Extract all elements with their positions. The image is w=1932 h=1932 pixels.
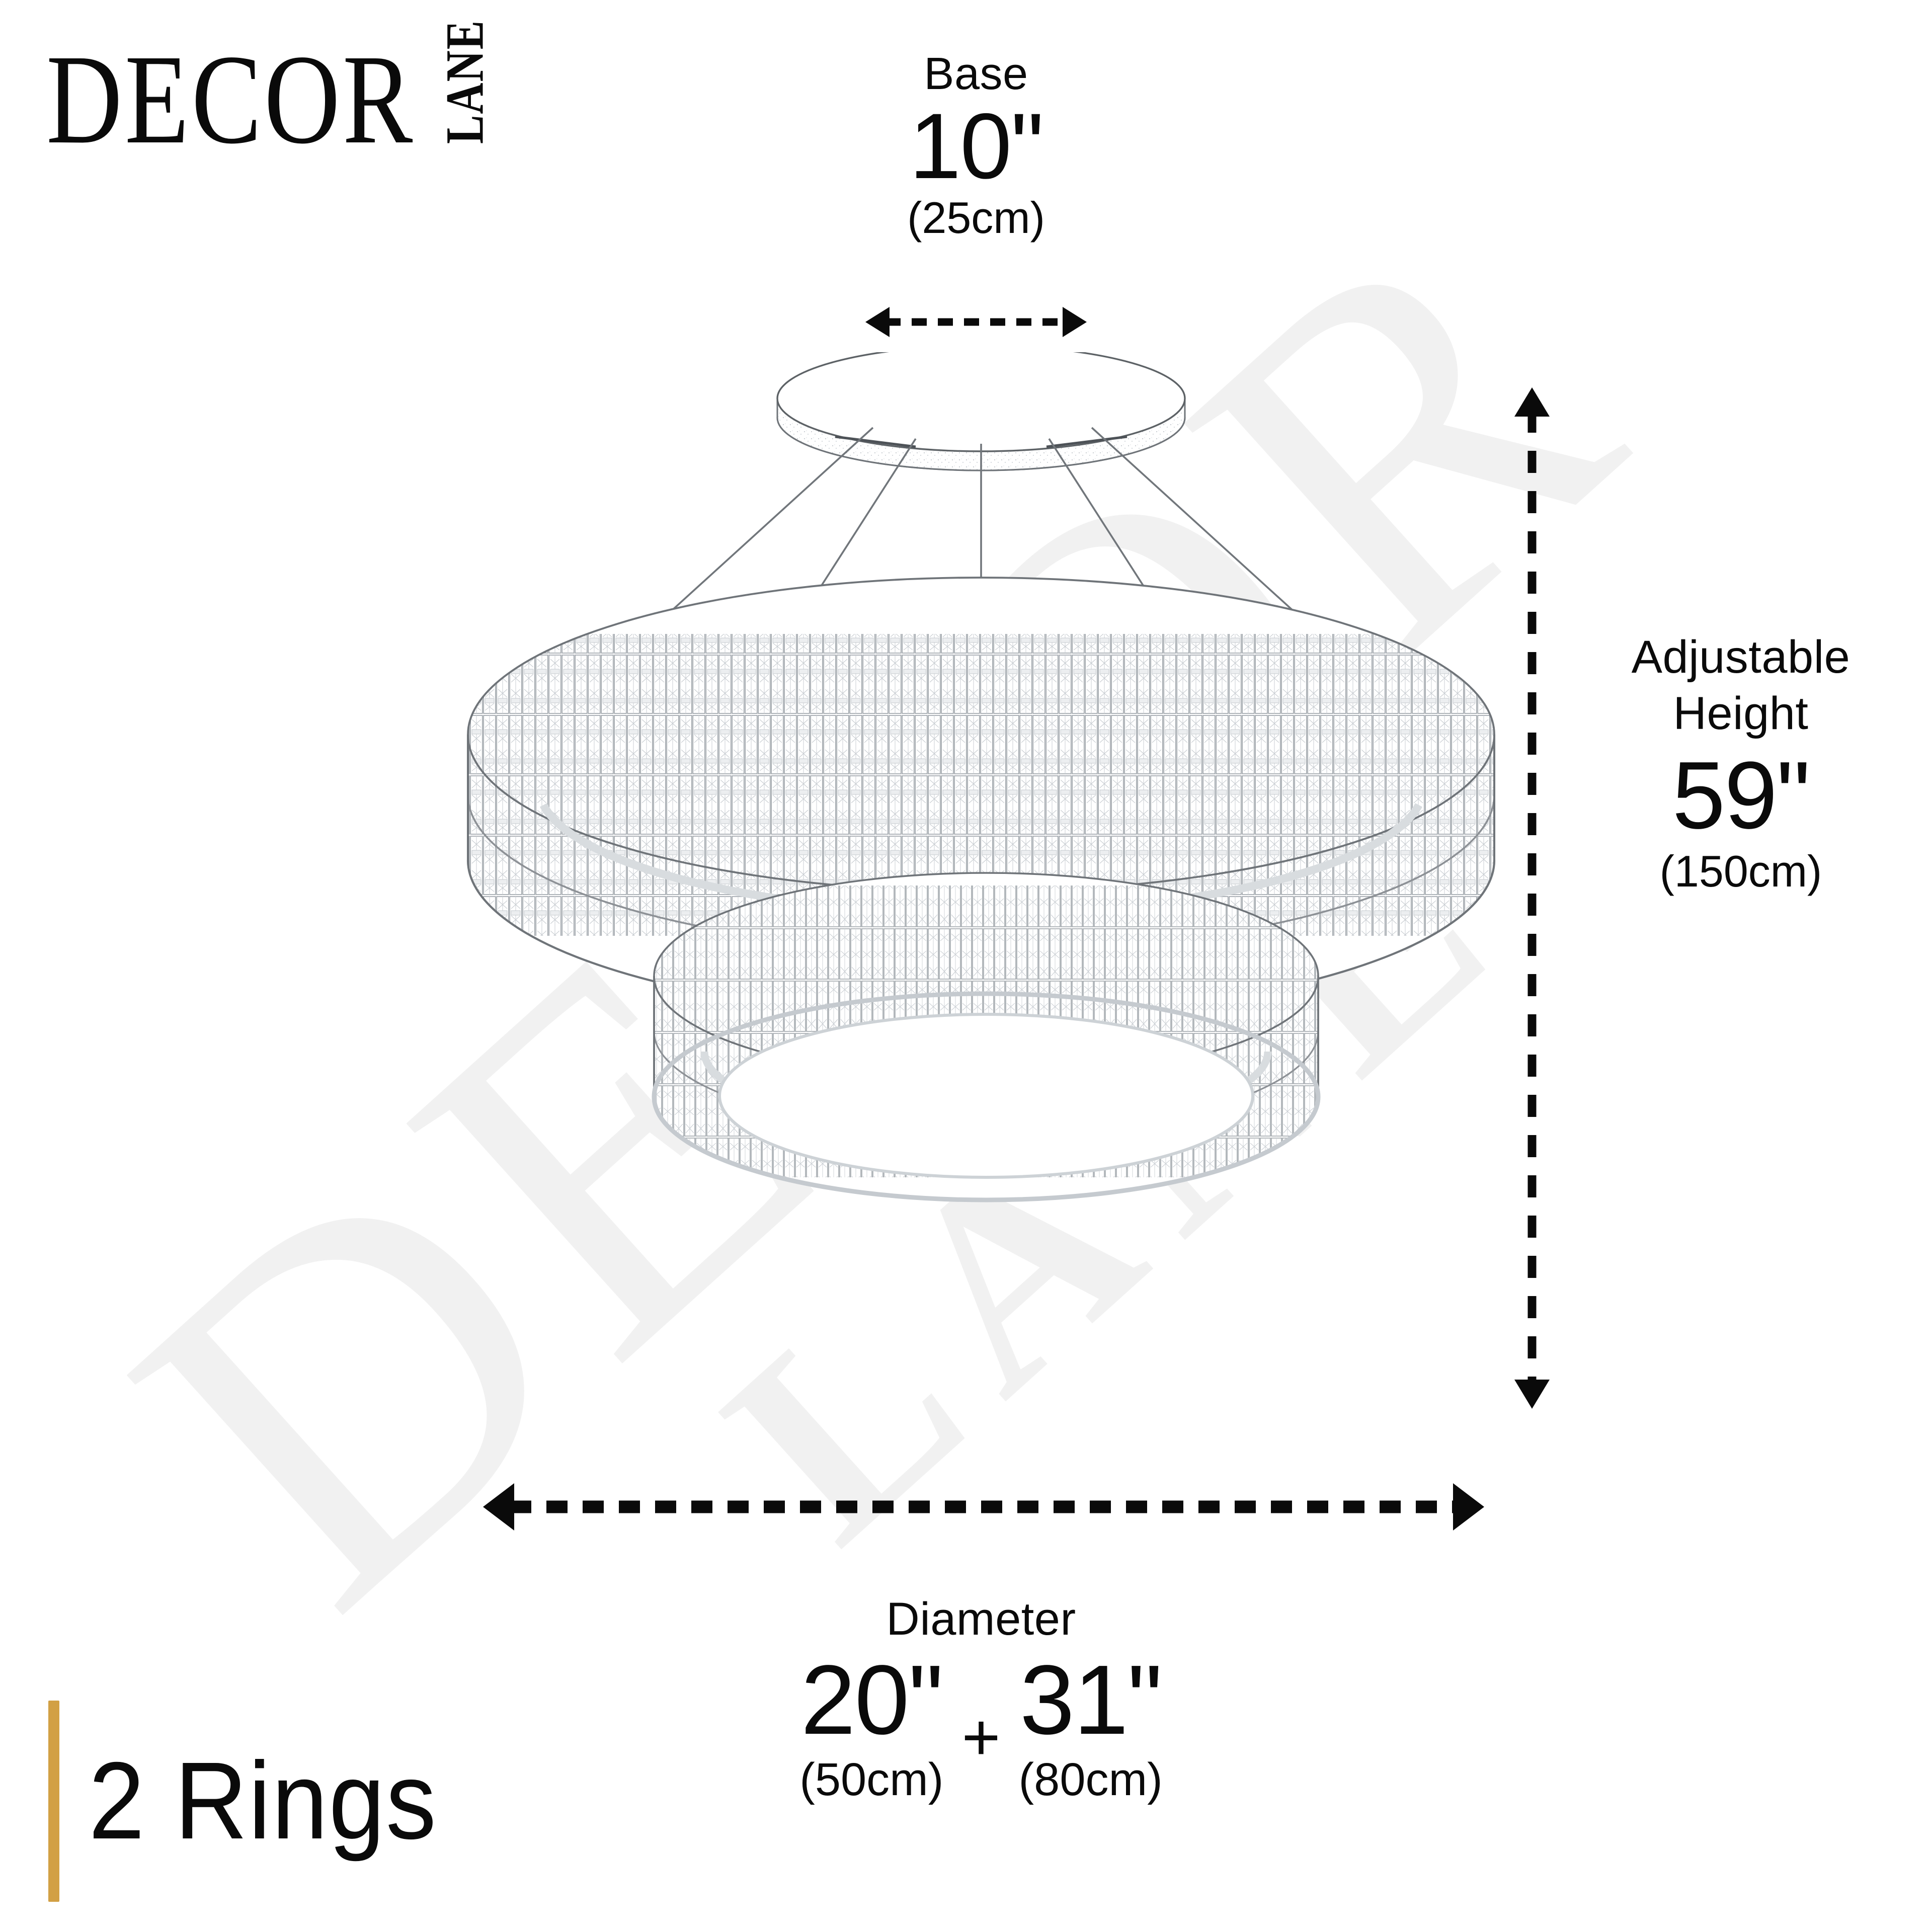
height-dimension-arrow bbox=[1514, 387, 1550, 1409]
base-caption: Base bbox=[924, 49, 1028, 99]
ceiling-canopy bbox=[776, 352, 1186, 471]
height-value-inches: 59" bbox=[1672, 742, 1811, 849]
brand-logo: DECOR LANE bbox=[46, 20, 620, 171]
diameter-separator: + bbox=[961, 1700, 1001, 1774]
diameter-large-metric: (80cm) bbox=[1018, 1753, 1163, 1805]
height-caption-line-1: Adjustable bbox=[1631, 631, 1850, 683]
diameter-dimension-arrow bbox=[483, 1483, 1484, 1531]
diameter-small-inches: 20" bbox=[800, 1644, 944, 1755]
diameter-small-metric: (50cm) bbox=[799, 1753, 944, 1805]
accent-bar bbox=[48, 1701, 59, 1902]
upper-crystal-ring bbox=[466, 577, 1496, 1019]
chandelier-illustration bbox=[466, 352, 1496, 1202]
diameter-values-row: 20" (50cm) + 31" (80cm) bbox=[644, 1644, 1318, 1805]
lower-crystal-ring bbox=[652, 872, 1321, 1202]
diameter-large-inches: 31" bbox=[1019, 1644, 1163, 1755]
diameter-dimension-label: Diameter 20" (50cm) + 31" (80cm) bbox=[644, 1595, 1318, 1804]
diameter-ring-small: 20" (50cm) bbox=[799, 1644, 944, 1805]
height-caption-line-2: Height bbox=[1673, 688, 1809, 740]
brand-logo-name: DECOR bbox=[46, 29, 416, 171]
diameter-ring-large: 31" (80cm) bbox=[1018, 1644, 1163, 1805]
base-value-metric: (25cm) bbox=[907, 193, 1045, 243]
brand-logo-suffix: LANE bbox=[434, 20, 495, 144]
height-value-metric: (150cm) bbox=[1659, 846, 1822, 896]
height-dimension-label: Adjustable Height 59" (150cm) bbox=[1555, 629, 1927, 895]
ring-count-badge: 2 Rings bbox=[48, 1701, 467, 1902]
base-dimension-label: Base 10" (25cm) bbox=[735, 50, 1218, 242]
base-value-inches: 10" bbox=[909, 94, 1043, 198]
diameter-caption: Diameter bbox=[886, 1593, 1076, 1645]
base-dimension-arrow bbox=[865, 307, 1087, 337]
ring-count-label: 2 Rings bbox=[89, 1740, 437, 1862]
